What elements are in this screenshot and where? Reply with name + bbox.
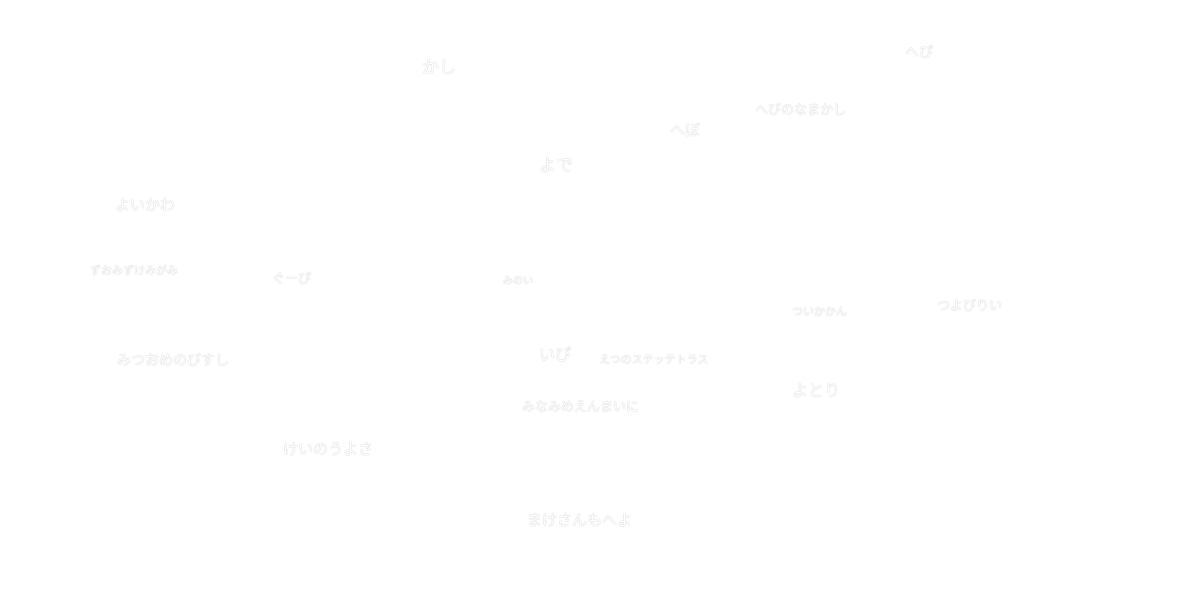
word-label: へぼ [670, 121, 701, 139]
word-label: ついかかん [792, 305, 847, 318]
word-label: えつのステッテトラス [599, 353, 709, 366]
word-label: ぐーぴ [272, 272, 312, 287]
word-label: へぴ [905, 45, 933, 61]
word-label: みのい [503, 276, 533, 287]
word-label: まけさんもへよ [527, 511, 633, 529]
word-label: よとり [792, 381, 841, 400]
word-label: かし [422, 58, 456, 78]
word-label: つよびりい [937, 299, 1003, 314]
word-label: けいのうよさ [283, 440, 374, 458]
word-label: ずおみずけみがみ [90, 264, 178, 277]
word-label: みつおめのびすし [117, 353, 229, 369]
word-label: よで [539, 156, 573, 176]
word-label: へびのなまかし [755, 103, 847, 118]
word-label: よいかわ [115, 196, 176, 214]
word-label: みなみめえんまいに [522, 400, 640, 415]
word-label: いぴ [539, 345, 572, 364]
